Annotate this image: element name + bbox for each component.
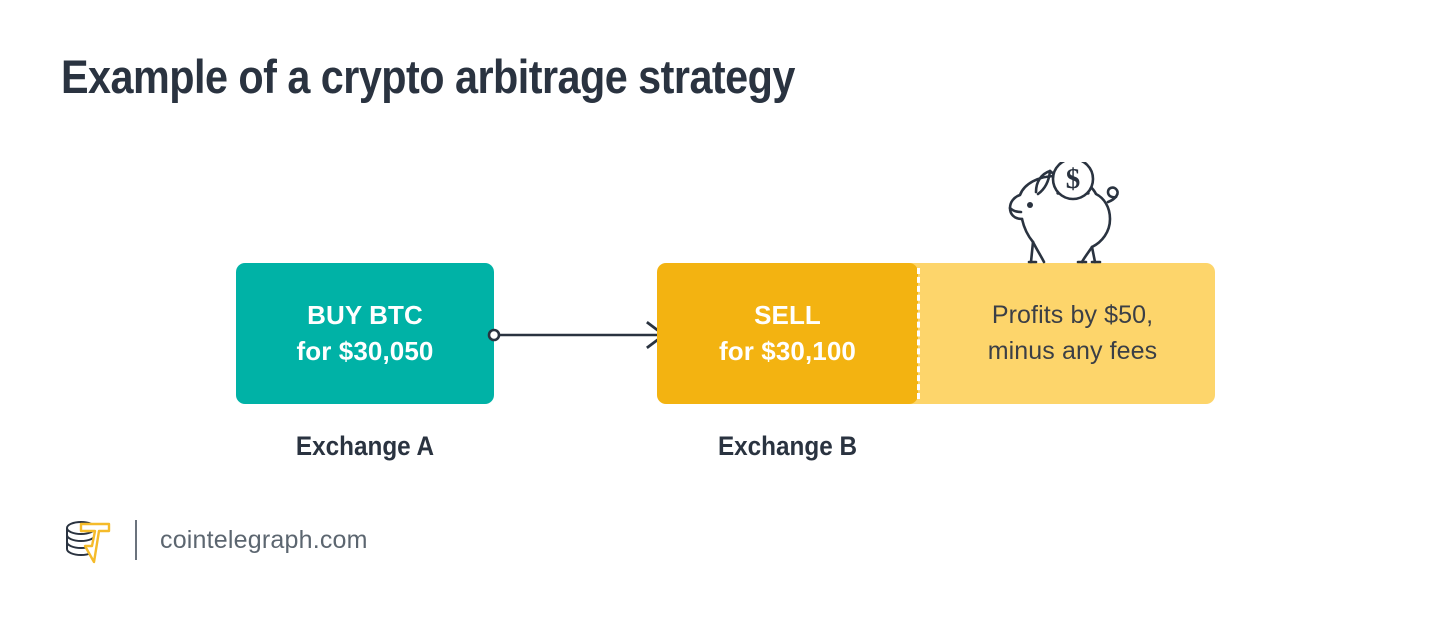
buy-box: BUY BTC for $30,050 [236, 263, 494, 404]
exchange-a-label: Exchange A [295, 431, 435, 461]
buy-box-line2: for $30,050 [296, 335, 434, 366]
footer: cointelegraph.com [61, 512, 368, 568]
exchange-b-label: Exchange B [717, 431, 858, 461]
cointelegraph-logo-icon [66, 521, 111, 564]
sell-box-line2: for $30,100 [719, 335, 856, 366]
sell-box: SELL for $30,100 [657, 263, 918, 404]
sell-box-line1: SELL [754, 300, 821, 331]
flow-arrow-icon [487, 321, 667, 349]
footer-url: cointelegraph.com [160, 525, 368, 554]
profit-box-line2: minus any fees [987, 336, 1158, 365]
piggy-bank-icon: $ [1008, 162, 1119, 264]
buy-box-line1: BUY BTC [307, 300, 423, 331]
footer-divider [135, 520, 137, 560]
profit-box-line1: Profits by $50, [991, 301, 1154, 329]
piggy-coin-dollar-symbol: $ [1066, 163, 1081, 195]
dashed-divider [917, 268, 920, 399]
page-title: Example of a crypto arbitrage strategy [61, 50, 795, 103]
profit-box: Profits by $50, minus any fees [880, 263, 1215, 404]
